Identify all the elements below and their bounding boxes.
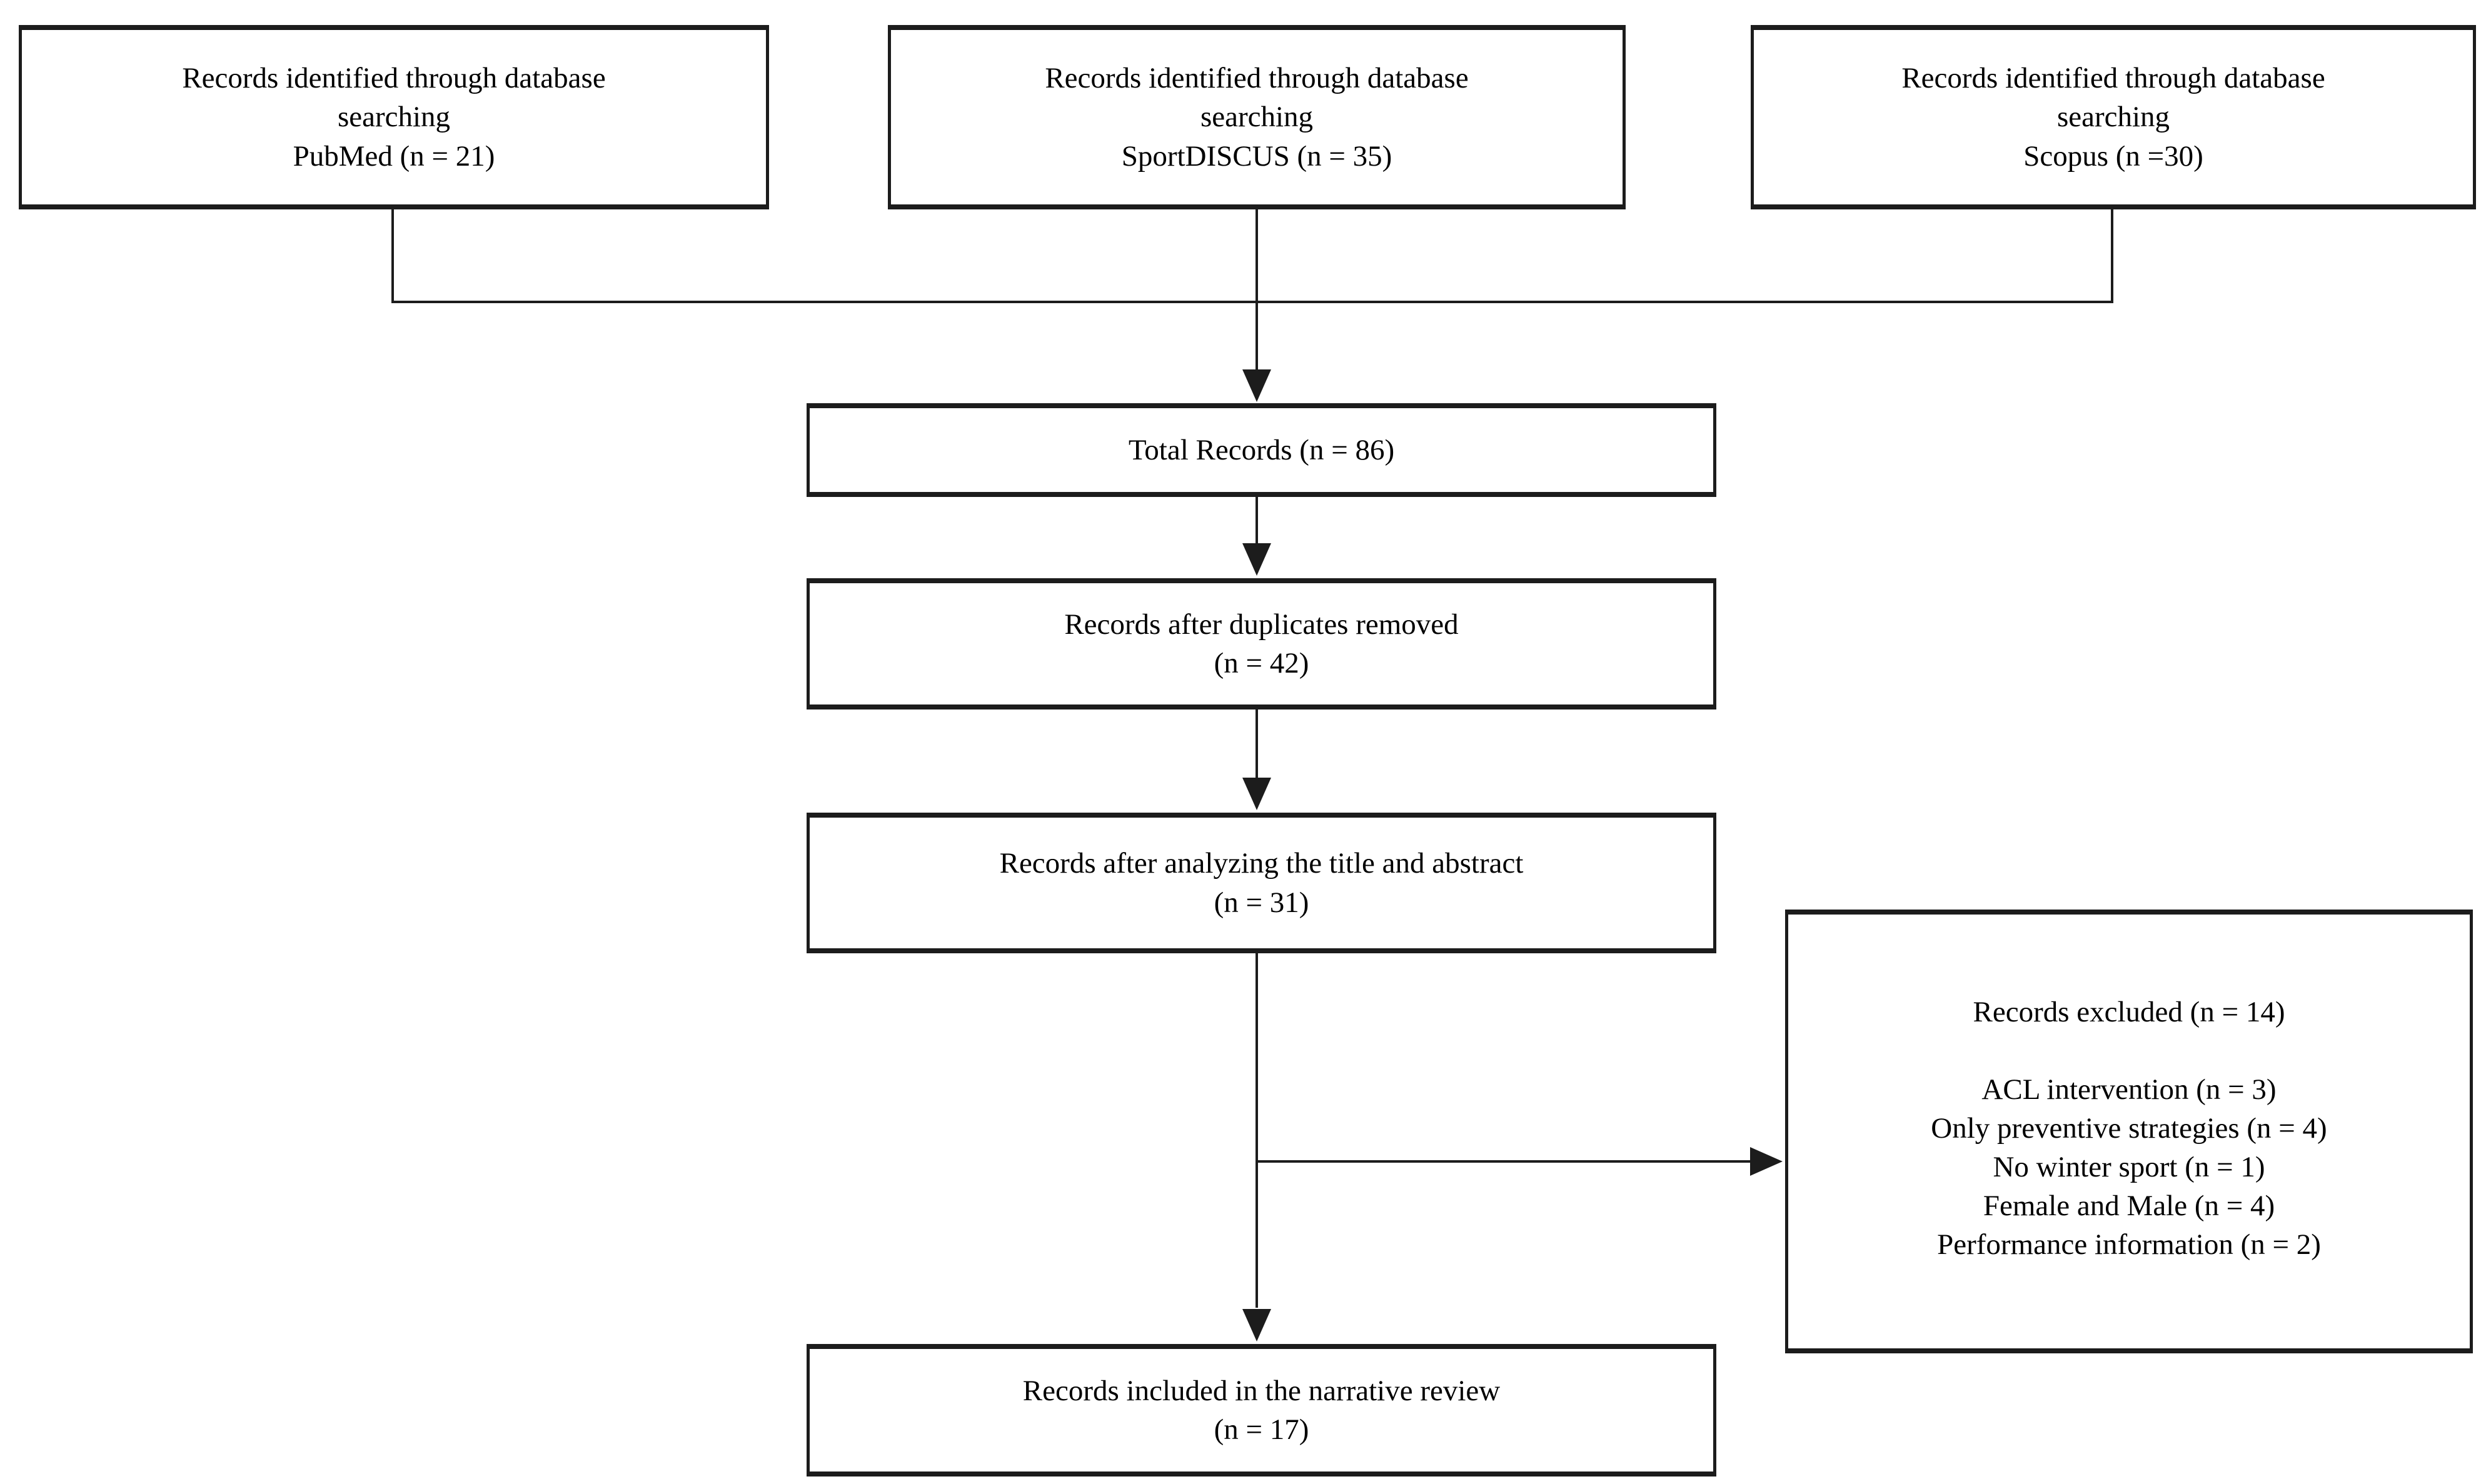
connector-merge-rail [391, 301, 2113, 303]
box-text-line: Records identified through database [182, 62, 606, 95]
arrowhead-into-duplicates [1242, 543, 1271, 576]
box-text-line: SportDISCUS (n = 35) [1121, 139, 1392, 173]
box-text-line: PubMed (n = 21) [293, 139, 495, 173]
box-text-line: Scopus (n =30) [2023, 139, 2203, 173]
connector-center-drop [1256, 209, 1258, 373]
excluded-title: Records excluded (n = 14) [1973, 996, 2285, 1028]
box-text-line: searching [1200, 101, 1314, 134]
connector-duplicates-to-analyzing [1256, 709, 1258, 780]
box-title-abstract-screen: Records after analyzing the title and ab… [807, 813, 1716, 953]
box-text-line: Records after duplicates removed [1064, 608, 1459, 641]
box-text-line: Records identified through database [1901, 62, 2325, 95]
box-text-line: (n = 31) [1214, 886, 1309, 919]
excluded-reason: Female and Male (n = 4) [1983, 1190, 2275, 1223]
box-records-sportdiscus: Records identified through database sear… [888, 25, 1626, 209]
box-records-excluded: Records excluded (n = 14) ACL interventi… [1785, 910, 2473, 1353]
excluded-reason: ACL intervention (n = 3) [1981, 1073, 2277, 1106]
excluded-reason: Performance information (n = 2) [1937, 1228, 2321, 1261]
arrowhead-into-analyzing [1242, 778, 1271, 810]
box-records-included: Records included in the narrative review… [807, 1344, 1716, 1476]
connector-analyzing-to-included [1256, 953, 1258, 1308]
box-text-line: Records after analyzing the title and ab… [999, 847, 1524, 880]
box-text-line: searching [2056, 101, 2170, 134]
connector-total-to-duplicates [1256, 497, 1258, 546]
box-records-scopus: Records identified through database sear… [1751, 25, 2476, 209]
box-text-line: Records included in the narrative review [1022, 1374, 1501, 1407]
excluded-reason: No winter sport (n = 1) [1993, 1151, 2265, 1184]
connector-scopus-drop [2111, 209, 2113, 303]
box-text-line: searching [337, 101, 451, 134]
box-text-line: (n = 17) [1214, 1413, 1309, 1446]
arrowhead-into-excluded [1750, 1147, 1783, 1176]
connector-branch-to-excluded [1256, 1160, 1751, 1163]
box-text-line: Records identified through database [1045, 62, 1469, 95]
box-text-line: (n = 42) [1214, 647, 1309, 679]
excluded-reason: Only preventive strategies (n = 4) [1931, 1112, 2327, 1145]
box-duplicates-removed: Records after duplicates removed (n = 42… [807, 578, 1716, 709]
arrowhead-into-total [1242, 369, 1271, 402]
box-text-line: Total Records (n = 86) [1128, 433, 1395, 466]
box-records-pubmed: Records identified through database sear… [19, 25, 769, 209]
box-total-records: Total Records (n = 86) [807, 403, 1716, 497]
arrowhead-into-included [1242, 1309, 1271, 1341]
connector-pubmed-drop [391, 209, 394, 303]
